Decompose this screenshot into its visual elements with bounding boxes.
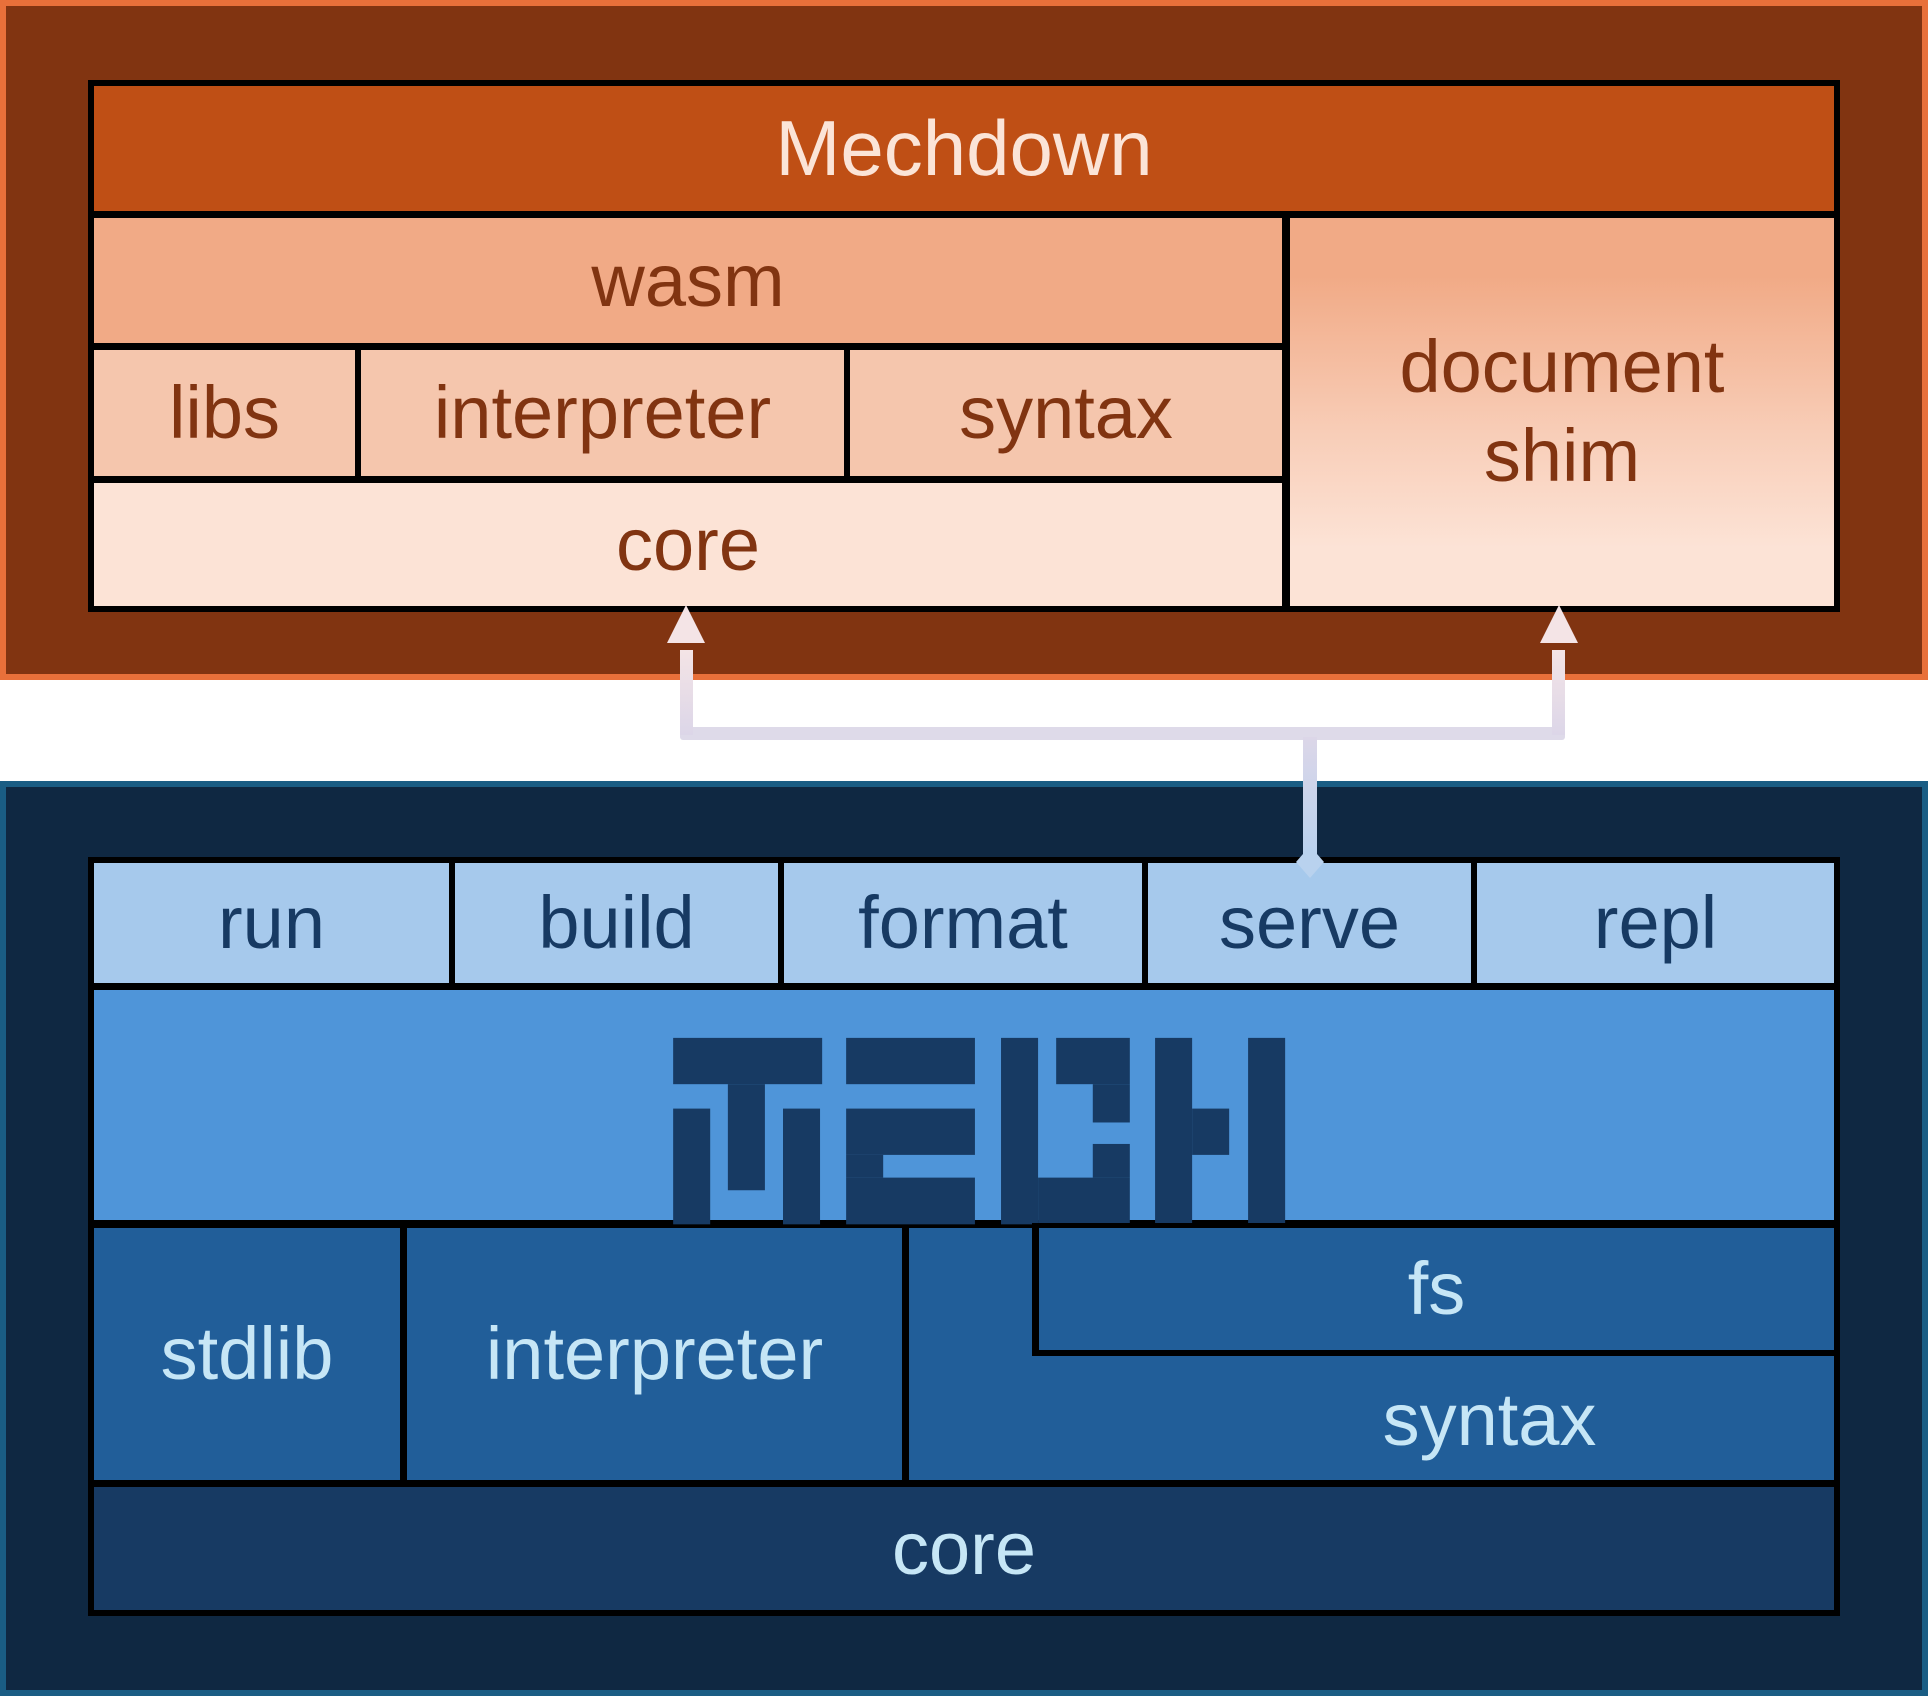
- mechdown-syntax-label: syntax: [959, 371, 1173, 455]
- mech-core-block: core: [94, 1487, 1834, 1610]
- mech-fs-label: fs: [1407, 1247, 1466, 1331]
- mech-fs-block: fs: [1039, 1228, 1834, 1350]
- mech-command-format: format: [784, 863, 1142, 983]
- mech-stdlib-block: stdlib: [94, 1228, 400, 1480]
- document-shim-label-line1: document: [1399, 325, 1725, 409]
- mechdown-interpreter-block: interpreter: [361, 350, 844, 476]
- mech-command-run-label: run: [218, 881, 325, 965]
- mechdown-interpreter-label: interpreter: [433, 371, 772, 455]
- mech-command-serve: serve: [1148, 863, 1471, 983]
- document-shim-label-line2: shim: [1483, 414, 1641, 497]
- mechdown-title-block: Mechdown: [94, 86, 1834, 211]
- mechdown-wasm-block: wasm: [94, 218, 1282, 343]
- mech-command-build: build: [455, 863, 778, 983]
- mech-command-serve-label: serve: [1219, 881, 1400, 965]
- mechdown-syntax-block: syntax: [850, 350, 1282, 476]
- mech-stdlib-label: stdlib: [160, 1312, 334, 1396]
- mechdown-libs-block: libs: [94, 350, 355, 476]
- mech-syntax-label: syntax: [1382, 1377, 1597, 1461]
- mech-core-label: core: [892, 1506, 1036, 1590]
- mech-logo-text: MECH: [964, 1105, 965, 1106]
- mech-command-run: run: [94, 863, 449, 983]
- connector-branch-line: [680, 727, 1565, 740]
- mechdown-wasm-label: wasm: [591, 238, 785, 322]
- mechdown-libs-label: libs: [168, 371, 281, 455]
- mech-interpreter-block: interpreter: [407, 1228, 902, 1480]
- mechdown-title: Mechdown: [775, 103, 1153, 192]
- mechdown-core-label: core: [616, 502, 760, 586]
- mech-command-format-label: format: [858, 881, 1068, 965]
- mech-command-repl: repl: [1477, 863, 1834, 983]
- mech-command-repl-label: repl: [1593, 881, 1718, 965]
- mechdown-document-shim-block: document shim: [1290, 218, 1834, 606]
- mech-logo-band: MECH: [94, 990, 1834, 1220]
- mech-command-build-label: build: [538, 881, 695, 965]
- mechdown-core-block: core: [94, 483, 1282, 606]
- mech-interpreter-label: interpreter: [485, 1312, 824, 1396]
